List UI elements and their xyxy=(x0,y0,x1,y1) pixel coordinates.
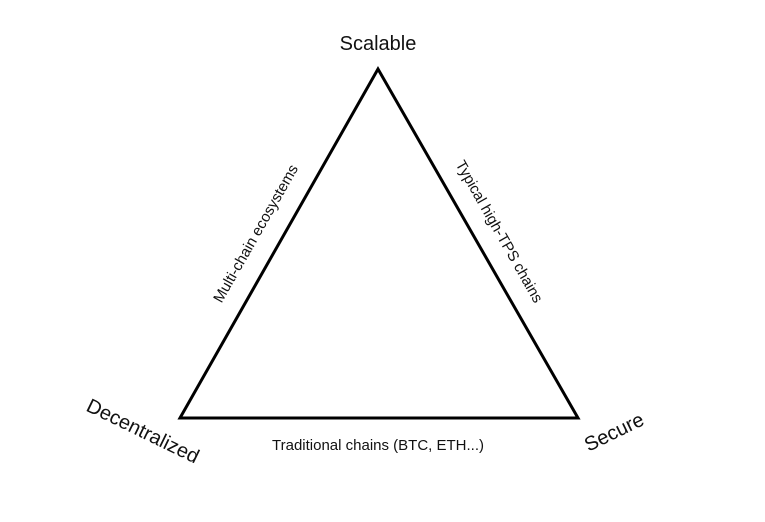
edge-label-right: Typical high-TPS chains xyxy=(452,158,546,306)
edge-label-bottom: Traditional chains (BTC, ETH...) xyxy=(272,437,484,454)
triangle xyxy=(177,65,581,420)
vertex-label-secure: Secure xyxy=(581,409,648,457)
vertex-label-decentralized: Decentralized xyxy=(83,395,203,468)
vertex-label-scalable: Scalable xyxy=(340,33,417,55)
